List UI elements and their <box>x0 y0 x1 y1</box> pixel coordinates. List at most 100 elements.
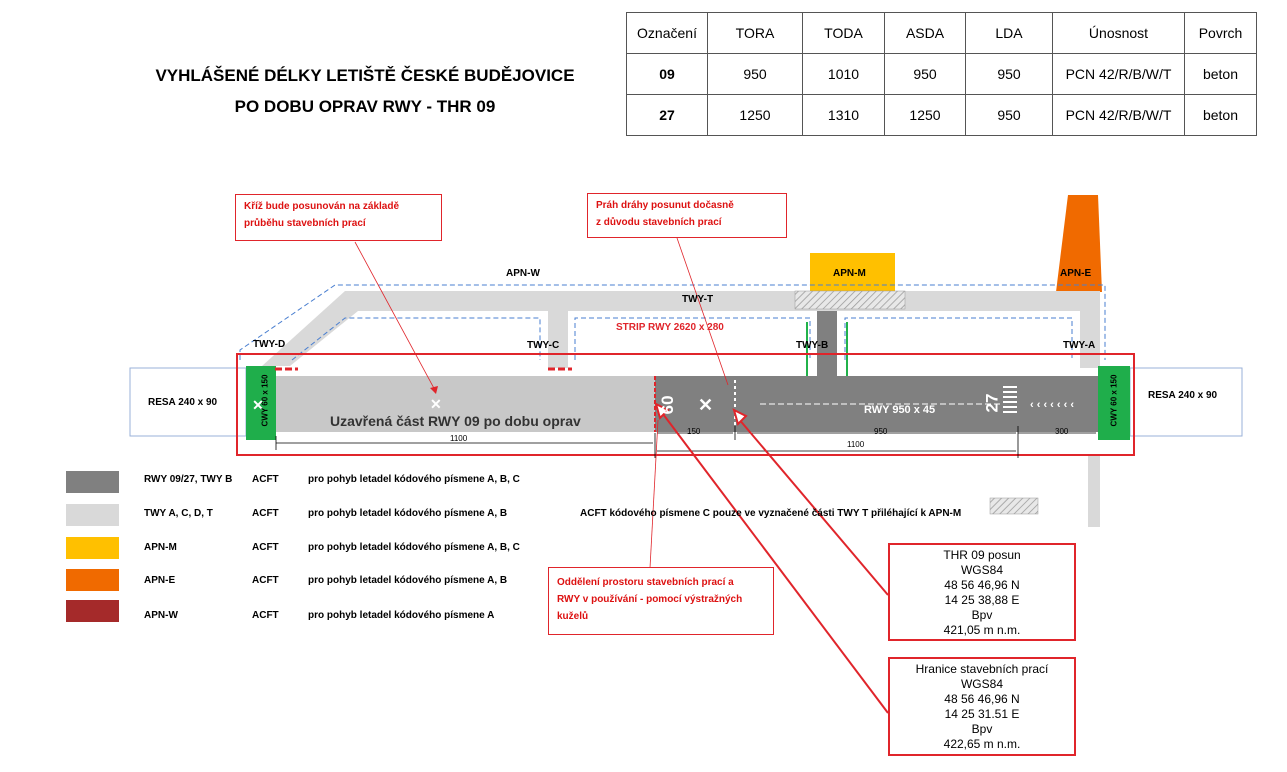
table-header: Povrch <box>1184 12 1257 54</box>
dim-150: 150 <box>687 427 701 436</box>
legend-name: APN-M <box>144 542 177 553</box>
info-line: THR 09 posun <box>943 548 1021 562</box>
twy-t <box>345 291 1100 311</box>
inner-boundary-dashed-1 <box>291 317 541 361</box>
code-c-note: ACFT kódového písmene C pouze ve vyznače… <box>580 508 962 519</box>
info-line: 48 56 46,96 N <box>944 692 1020 706</box>
legend-desc: pro pohyb letadel kódového písmene A, B <box>308 508 508 519</box>
resa-left <box>129 367 247 437</box>
inner-boundary-dashed-3 <box>844 317 1073 360</box>
twy-d-diagonal <box>262 291 358 366</box>
table-cell: 1250 <box>884 94 966 136</box>
cwy-left <box>246 366 276 440</box>
legend-desc: pro pohyb letadel kódového písmene A <box>308 610 495 621</box>
info-line: WGS84 <box>960 677 1003 691</box>
table-row: 09 950 1010 950 950 PCN 42/R/B/W/T beton <box>626 53 1257 95</box>
legend-swatch <box>66 600 119 622</box>
dim-950: 950 <box>874 427 888 436</box>
table-header: LDA <box>965 12 1053 54</box>
table-cell: 1010 <box>802 53 885 95</box>
cwy-left-label: CWY 60 x 150 <box>260 374 270 427</box>
displaced-arrows: ‹ ‹ ‹ ‹ ‹ ‹ ‹ <box>1030 399 1074 411</box>
legend-acft: ACFT <box>252 575 279 586</box>
title-line-2: PO DOBU OPRAV RWY - THR 09 <box>234 97 496 116</box>
legend-hatched-swatch <box>989 497 1039 515</box>
info-line: 422,65 m n.m. <box>943 737 1021 751</box>
cross-callout-leader <box>354 241 437 393</box>
closed-runway-part <box>275 376 655 432</box>
legend-acft: ACFT <box>252 610 279 621</box>
info-line: 48 56 46,96 N <box>944 578 1020 592</box>
legend-swatch <box>66 569 119 591</box>
callout-line: průběhu stavebních prací <box>244 218 366 229</box>
twy-b <box>817 311 837 379</box>
info-line: Bpv <box>971 608 993 622</box>
callout-line: Oddělení prostoru stavebních prací a <box>557 577 734 588</box>
threshold-markings-27 <box>1003 386 1017 413</box>
closed-part-label: Uzavřená část RWY 09 po dobu oprav <box>330 413 581 429</box>
cross-marker-active: ✕ <box>698 395 713 415</box>
legend-name: RWY 09/27, TWY B <box>144 474 233 485</box>
cross-callout-arrowhead <box>430 386 438 394</box>
runway-number-09: 09 <box>657 395 677 415</box>
active-runway <box>655 376 1098 432</box>
resa-right <box>1129 367 1243 437</box>
legend-name: APN-W <box>144 610 178 621</box>
works-boundary-info-box: Hranice stavebních prací WGS84 48 56 46,… <box>888 657 1076 756</box>
table-cell: 1250 <box>707 94 803 136</box>
info-line: Bpv <box>971 722 993 736</box>
resa-left-label: RESA 240 x 90 <box>148 397 218 408</box>
info-line: 14 25 31.51 E <box>944 707 1020 721</box>
table-header: TODA <box>802 12 885 54</box>
legend-acft: ACFT <box>252 508 279 519</box>
legend-name: TWY A, C, D, T <box>144 508 213 519</box>
table-cell: beton <box>1184 94 1257 136</box>
table-header-row: Označení TORA TODA ASDA LDA Únosnost Pov… <box>626 12 1257 54</box>
legend-desc: pro pohyb letadel kódového písmene A, B <box>308 575 508 586</box>
legend-swatch <box>66 504 119 526</box>
table-cell: 1310 <box>802 94 885 136</box>
separation-callout: Oddělení prostoru stavebních prací a RWY… <box>548 567 774 635</box>
dim-1100-right: 1100 <box>847 440 865 449</box>
declared-distances-table: Označení TORA TODA ASDA LDA Únosnost Pov… <box>626 12 1257 136</box>
thr-arrow <box>732 408 748 426</box>
runway-number-27: 27 <box>982 393 1002 413</box>
legend-acft: ACFT <box>252 474 279 485</box>
title-line-1: VYHLÁŠENÉ DÉLKY LETIŠTĚ ČESKÉ BUDĚJOVICE <box>155 66 575 85</box>
inner-boundary-dashed-2 <box>574 317 811 360</box>
callout-line: z důvodu stavebních prací <box>596 217 722 228</box>
outer-boundary-dashed <box>239 284 1106 360</box>
table-cell: PCN 42/R/B/W/T <box>1052 94 1185 136</box>
cross-marker-closed: ✕ <box>430 396 442 412</box>
table-cell: 09 <box>626 53 708 95</box>
legend-swatch <box>66 537 119 559</box>
resa-right-label: RESA 240 x 90 <box>1148 390 1218 401</box>
cwy-left-cross: ✕ <box>252 397 264 413</box>
dim-1100-left: 1100 <box>450 434 468 443</box>
twy-a-label: TWY-A <box>1063 340 1096 351</box>
callout-line: RWY v používání - pomocí výstražných <box>557 594 743 605</box>
table-cell: PCN 42/R/B/W/T <box>1052 53 1185 95</box>
cwy-right-label: CWY 60 x 150 <box>1109 374 1119 427</box>
info-line: 421,05 m n.m. <box>943 623 1021 637</box>
table-header: Únosnost <box>1052 12 1185 54</box>
twy-d-label: TWY-D <box>253 339 286 350</box>
twy-b-label: TWY-B <box>796 340 829 351</box>
info-line: WGS84 <box>960 563 1003 577</box>
twy-extension <box>1088 455 1100 527</box>
table-header: Označení <box>626 12 708 54</box>
threshold-callout: Práh dráhy posunut dočasně z důvodu stav… <box>587 193 787 238</box>
table-cell: 27 <box>626 94 708 136</box>
legend-swatch <box>66 471 119 493</box>
info-line: 14 25 38,88 E <box>944 593 1020 607</box>
runway-strip <box>236 353 1135 456</box>
runway-label: RWY 950 x 45 <box>864 404 936 416</box>
table-cell: 950 <box>965 94 1053 136</box>
table-cell: beton <box>1184 53 1257 95</box>
twy-t-label: TWY-T <box>682 294 714 305</box>
legend-desc: pro pohyb letadel kódového písmene A, B,… <box>308 542 520 553</box>
legend-acft: ACFT <box>252 542 279 553</box>
threshold-callout-leader <box>676 237 729 386</box>
apn-e-label: APN-E <box>1060 268 1092 279</box>
dim-300: 300 <box>1055 427 1069 436</box>
